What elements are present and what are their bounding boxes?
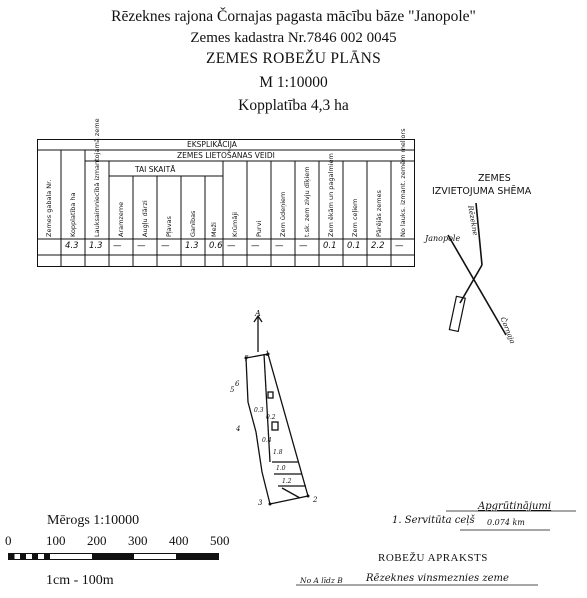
column-value-6: 1.3 xyxy=(185,241,199,251)
column-header-1: Kopplatība ha xyxy=(69,192,77,237)
column-value-2: 1.3 xyxy=(89,241,103,251)
column-header-13: Zem ceļiem xyxy=(351,198,359,237)
point-label-3: 3 xyxy=(258,499,263,507)
point-label-5: 5 xyxy=(230,386,235,394)
encumbrances-title: Apgrūtinājumi xyxy=(478,501,552,512)
column-header-9: Purvi xyxy=(255,220,263,237)
scale-bar-note: 1cm - 100m xyxy=(46,573,114,588)
scale-tick-3: 300 xyxy=(128,533,148,548)
column-header-3: Aramzeme xyxy=(117,201,125,237)
column-header-7: Meži xyxy=(210,222,218,237)
column-header-2: Lauksaimniecībā izmantojamā zeme xyxy=(93,118,101,237)
explication-title: EKSPLIKĀCIJA xyxy=(187,140,237,149)
document-title: Rēzeknes rajona Čornajas pagasta mācību … xyxy=(111,8,476,25)
location-scheme-map xyxy=(447,202,507,336)
plan-title: ZEMES ROBEŽU PLĀNS xyxy=(205,50,382,67)
column-header-4: Augļu dārzi xyxy=(141,200,149,237)
point-label-6: 6 xyxy=(235,380,240,388)
area-label-1: 0.3 xyxy=(254,407,264,414)
column-header-8: Krūmāji xyxy=(231,212,239,237)
scale-tick-4: 400 xyxy=(169,533,189,548)
scheme-title-2: IZVIETOJUMA SHĒMA xyxy=(432,186,532,197)
point-label-4: 4 xyxy=(236,425,241,433)
scale-tick-0: 0 xyxy=(5,533,12,548)
boundary-underline xyxy=(296,584,538,586)
land-use-title: ZEMES LIETOŠANAS VEIDI xyxy=(177,151,275,160)
subgroup-title: TAI SKAITĀ xyxy=(135,165,176,174)
column-header-14: Pārējās zemes xyxy=(375,190,383,237)
total-area: Kopplatība 4,3 ha xyxy=(238,97,349,114)
area-label-2: 0.2 xyxy=(266,414,276,421)
scale-bar-title: Mērogs 1:10000 xyxy=(47,513,140,528)
column-header-5: Pļavas xyxy=(165,216,173,237)
column-value-14: 2.2 xyxy=(371,241,385,251)
column-header-11: t.sk. zem zivju dīķiem xyxy=(303,166,311,237)
point-label-7: 7 xyxy=(244,355,249,363)
area-label-3: 0.4 xyxy=(262,437,272,444)
area-label-5: 1.0 xyxy=(276,465,286,472)
boundary-description: Rēzeknes vinsmeznies zeme xyxy=(366,573,509,584)
scale-tick-2: 200 xyxy=(87,533,107,548)
column-header-10: Zem ūdeņiem xyxy=(279,191,287,237)
point-label-1: 1 xyxy=(265,350,270,358)
column-header-15: No lauks. izmant. zemēm meliors xyxy=(399,128,407,237)
plan-scale: M 1:10000 xyxy=(259,74,328,91)
column-value-5: — xyxy=(161,241,170,251)
cadastre-number: Zemes kadastra Nr.7846 002 0045 xyxy=(190,30,397,46)
column-value-7: 0.6 xyxy=(209,241,223,251)
column-value-11: — xyxy=(299,241,308,251)
column-value-4: — xyxy=(137,241,146,251)
parcel-drawing xyxy=(244,314,310,506)
boundary-title: ROBEŽU APRAKSTS xyxy=(378,552,488,564)
scale-bar xyxy=(8,553,219,560)
column-value-1: 4.3 xyxy=(65,241,79,251)
north-label: A xyxy=(255,309,261,318)
encumbrance-item: 1. Servitūta ceļš xyxy=(392,515,475,526)
column-header-0: Zemes gabala Nr. xyxy=(45,179,53,237)
column-header-6: Ganības xyxy=(189,210,197,237)
scale-tick-1: 100 xyxy=(46,533,66,548)
point-label-2: 2 xyxy=(313,496,318,504)
column-value-12: 0.1 xyxy=(323,241,337,251)
scale-tick-5: 500 xyxy=(210,533,230,548)
column-value-8: — xyxy=(227,241,236,251)
column-value-9: — xyxy=(251,241,260,251)
scheme-title-1: ZEMES xyxy=(478,173,511,184)
label-janopole: Janopole xyxy=(425,234,461,243)
encumbrance-underlines xyxy=(446,510,576,531)
explication-table: EKSPLIKĀCIJA ZEMES LIETOŠANAS VEIDI TAI … xyxy=(37,118,415,267)
area-label-6: 1.2 xyxy=(282,478,292,485)
boundary-from-to: No A līdz B xyxy=(300,576,343,585)
area-label-4: 1.8 xyxy=(273,449,283,456)
column-value-13: 0.1 xyxy=(347,241,361,251)
column-value-15: — xyxy=(395,241,404,251)
explication-grid xyxy=(37,139,415,267)
encumbrance-value: 0.074 km xyxy=(487,518,525,527)
column-value-10: — xyxy=(275,241,284,251)
column-header-12: Zem ēkām un pagalmiem xyxy=(327,153,335,237)
column-value-3: — xyxy=(113,241,122,251)
